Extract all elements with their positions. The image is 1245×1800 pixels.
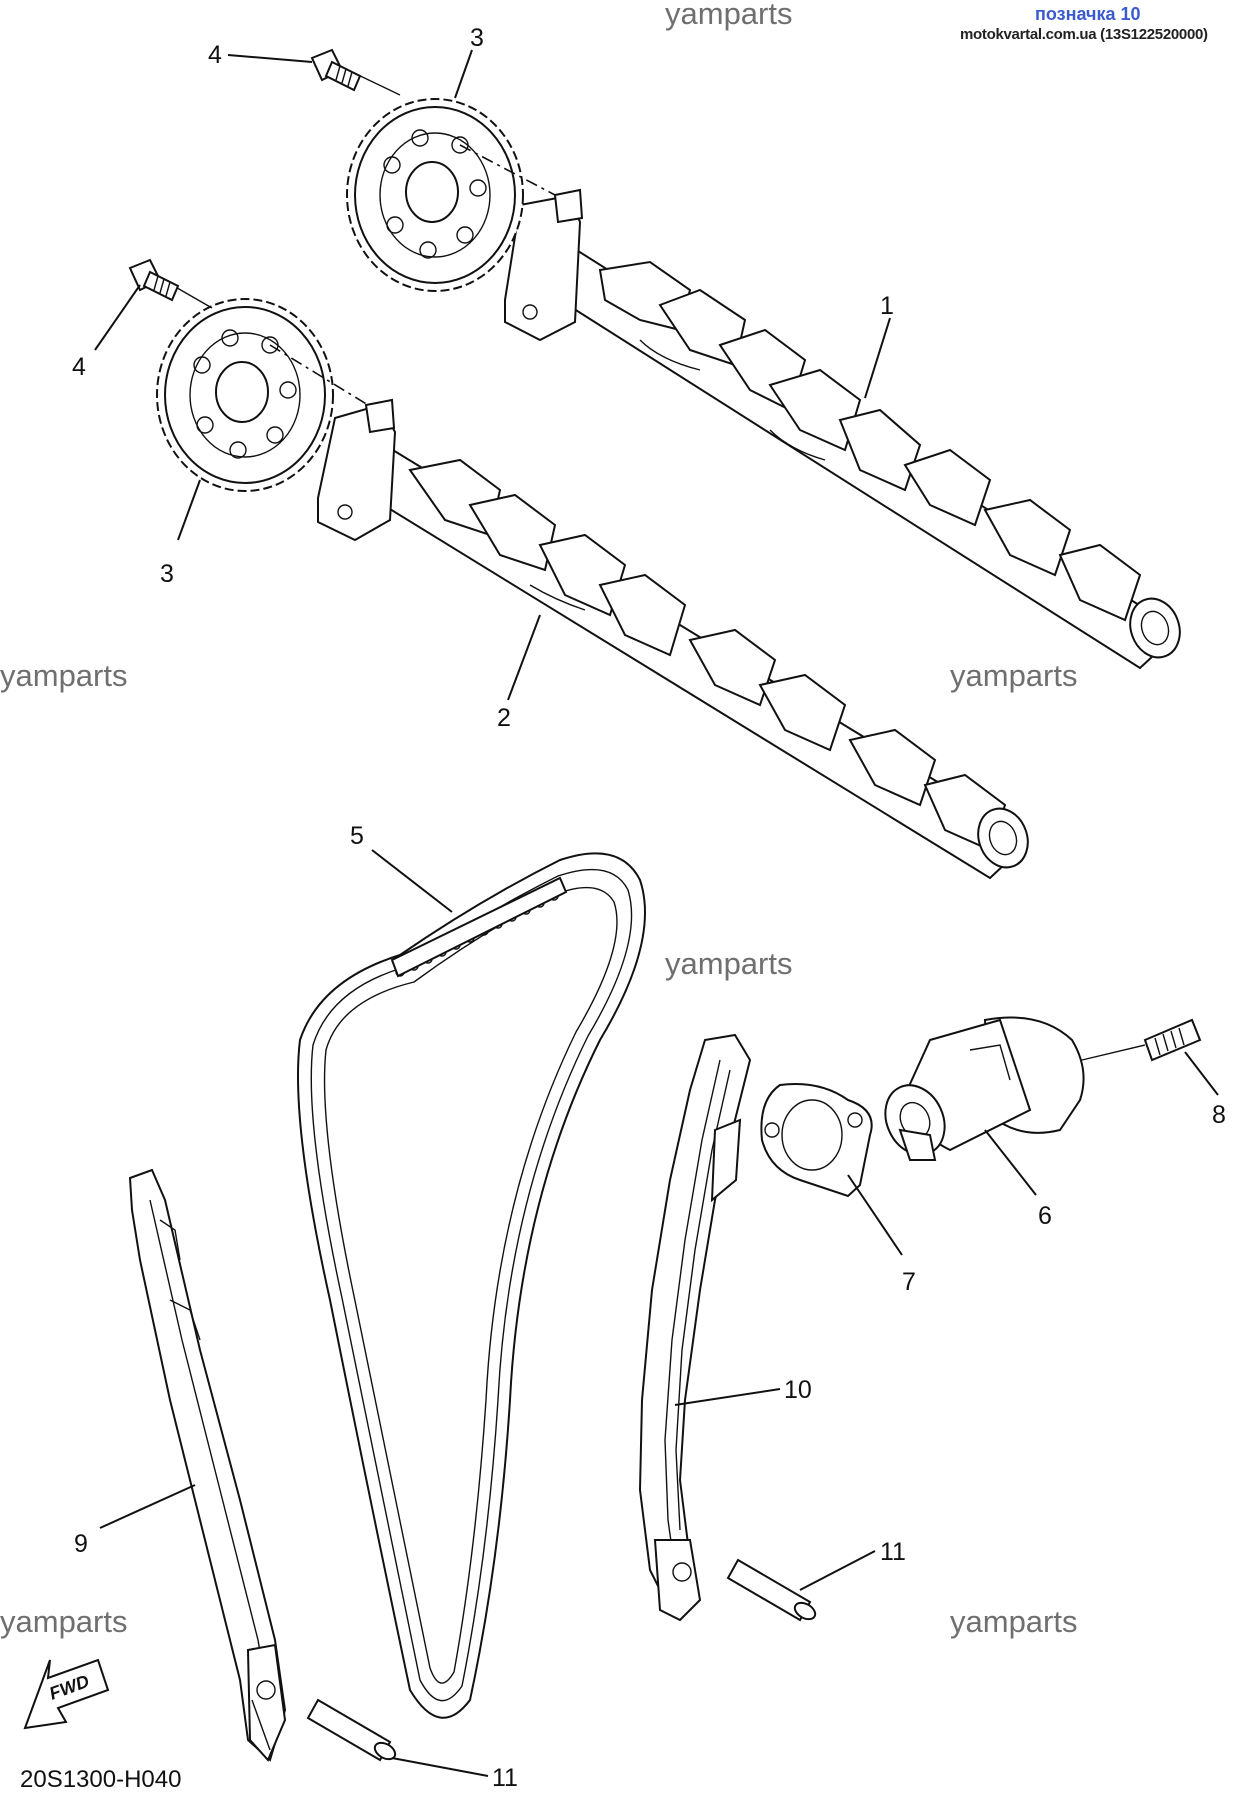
callout-11: 11 — [492, 1764, 518, 1792]
alignment-line — [171, 284, 213, 309]
callout-3: 3 — [470, 24, 484, 52]
watermark: yamparts — [950, 1604, 1078, 1639]
chain-guide-tensioner — [638, 1033, 752, 1622]
diagram-reference-title: позначка 10 — [1035, 4, 1141, 24]
watermark: yamparts — [0, 1604, 128, 1639]
callout-2: 2 — [497, 704, 511, 732]
tensioner-gasket — [760, 1083, 873, 1198]
bolt-upper — [310, 48, 362, 92]
source-site-label: motokvartal.com.ua (13S122520000) — [960, 26, 1208, 43]
callout-3: 3 — [160, 560, 174, 588]
watermark: yamparts — [0, 658, 128, 693]
timing-chain — [297, 852, 646, 1719]
callout-1: 1 — [880, 292, 894, 320]
callout-6: 6 — [1038, 1202, 1052, 1230]
watermark: yamparts — [950, 658, 1078, 693]
guide-pin-upper — [726, 1558, 817, 1622]
camshaft-upper — [504, 188, 1181, 670]
forward-direction-arrow: FWD — [23, 1658, 110, 1730]
watermark: yamparts — [665, 0, 793, 31]
guide-pin-lower — [306, 1698, 397, 1762]
chain-guide-front — [128, 1168, 287, 1762]
alignment-line — [269, 344, 369, 406]
cam-sprocket-upper — [346, 98, 524, 292]
alignment-line — [459, 144, 556, 196]
callout-10: 10 — [784, 1376, 812, 1404]
camshaft-lower — [317, 398, 1029, 880]
diagram-code: 20S1300-H040 — [20, 1766, 182, 1793]
callout-9: 9 — [74, 1530, 88, 1558]
watermark: yamparts — [665, 946, 793, 981]
bolt-lower — [128, 258, 180, 302]
callout-5: 5 — [350, 822, 364, 850]
tensioner-bolt — [1081, 1018, 1202, 1062]
chain-tensioner — [884, 1016, 1085, 1161]
callout-4: 4 — [72, 353, 86, 381]
callout-7: 7 — [902, 1268, 916, 1296]
callout-4: 4 — [208, 41, 222, 69]
cam-sprocket-lower — [156, 298, 334, 492]
callout-11: 11 — [880, 1538, 906, 1566]
callout-8: 8 — [1212, 1101, 1226, 1129]
callout-leaders — [94, 49, 1219, 1777]
